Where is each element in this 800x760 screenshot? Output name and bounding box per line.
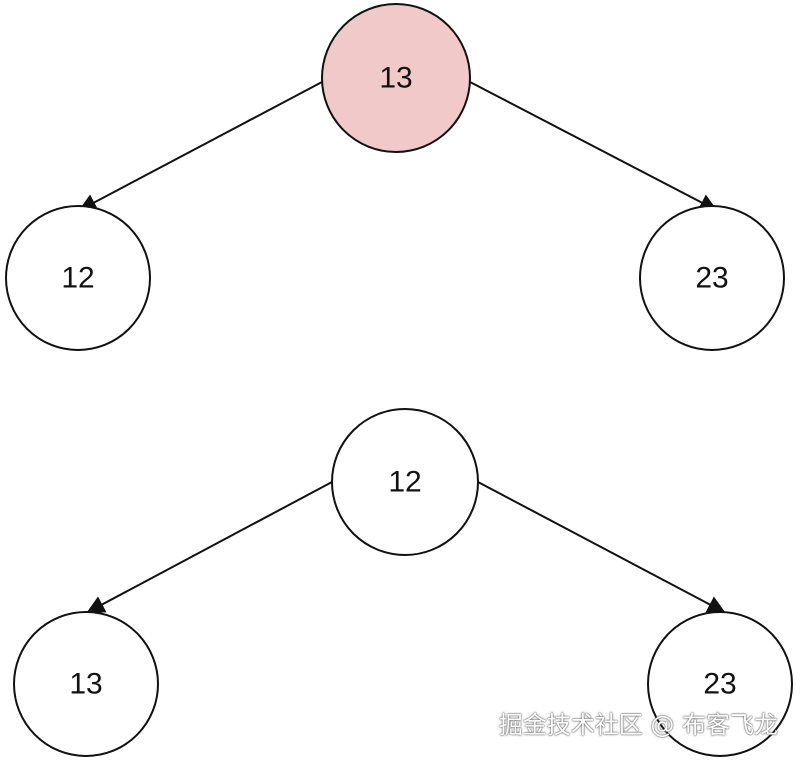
tree-1-left-circle bbox=[5, 205, 151, 351]
tree-1-left-label: 12 bbox=[61, 262, 94, 295]
tree-1-right-label: 23 bbox=[695, 262, 728, 295]
tree-2-right-label: 23 bbox=[703, 668, 736, 701]
tree-2-edge-right bbox=[477, 481, 726, 613]
tree-1-root-node: 13 bbox=[321, 3, 471, 153]
tree-1-edge-left bbox=[78, 81, 323, 211]
tree-1-right-node: 23 bbox=[639, 205, 785, 351]
tree-2-root-circle bbox=[331, 408, 479, 556]
tree-2-root-label: 12 bbox=[388, 466, 421, 499]
tree-2-left-node: 13 bbox=[13, 611, 159, 757]
tree-2-root-node: 12 bbox=[331, 408, 479, 556]
tree-1-root-label: 13 bbox=[379, 62, 412, 95]
tree-2-left-circle bbox=[13, 611, 159, 757]
watermark-text: 掘金技术社区 @ 布客飞龙 bbox=[498, 711, 778, 739]
tree-1-edge-right bbox=[469, 81, 718, 211]
tree-2-left-label: 13 bbox=[69, 668, 102, 701]
tree-2: 12 13 23 bbox=[13, 408, 793, 757]
tree-2-right-circle bbox=[647, 611, 793, 757]
tree-1: 13 12 23 bbox=[5, 3, 785, 351]
tree-2-right-node: 23 bbox=[647, 611, 793, 757]
tree-1-right-circle bbox=[639, 205, 785, 351]
tree-2-edge-left bbox=[86, 481, 333, 613]
tree-1-root-circle bbox=[321, 3, 471, 153]
tree-1-left-node: 12 bbox=[5, 205, 151, 351]
